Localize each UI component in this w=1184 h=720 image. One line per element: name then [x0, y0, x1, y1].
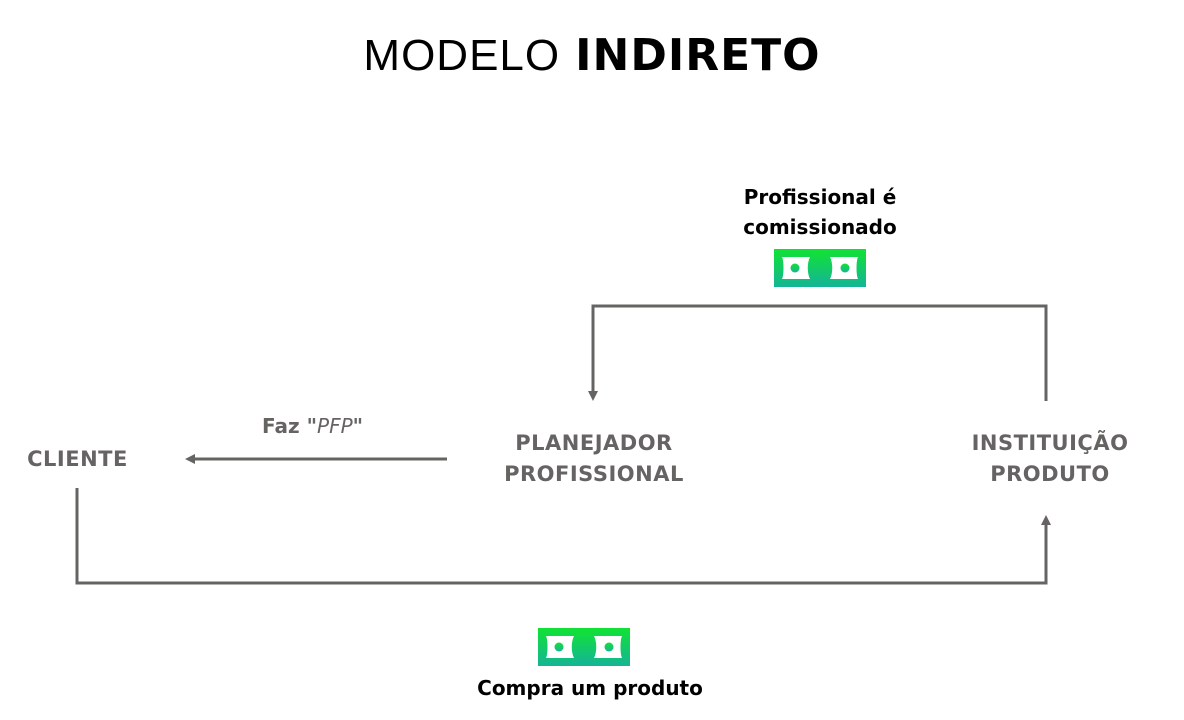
title-bold: INDIRETO: [575, 30, 821, 81]
commission-line1: Profissional é: [743, 185, 897, 209]
pfp-quote-close: ": [352, 414, 364, 438]
pfp-quote-open: ": [306, 414, 318, 438]
purchase-label: Compra um produto: [477, 676, 703, 700]
node-planejador-line2: PROFISSIONAL: [504, 462, 684, 486]
pfp-emph: PFP: [317, 414, 353, 438]
commission-line2: comissionado: [743, 215, 897, 239]
node-cliente-label: CLIENTE: [27, 447, 128, 471]
edge-label-pfp: Faz "PFP": [262, 414, 363, 438]
node-planejador-line1: PLANEJADOR: [515, 431, 673, 455]
money-bill-icon: [538, 628, 630, 666]
diagram-title: MODELO INDIRETO: [0, 30, 1184, 81]
arrow-cliente-to-instituicao: [75, 488, 1051, 585]
pfp-prefix: Faz: [262, 414, 307, 438]
node-instituicao-produto: INSTITUIÇÃO PRODUTO: [955, 428, 1145, 490]
node-instituicao-line1: INSTITUIÇÃO: [971, 431, 1129, 455]
edge-label-purchase: Compra um produto: [440, 673, 740, 703]
node-planejador-profissional: PLANEJADOR PROFISSIONAL: [484, 428, 704, 490]
title-light: MODELO: [363, 31, 561, 80]
node-cliente: CLIENTE: [20, 444, 135, 475]
arrow-instituicao-to-planejador: [588, 304, 1048, 401]
money-bill-icon: [774, 249, 866, 287]
edge-label-commission: Profissional é comissionado: [700, 182, 940, 242]
node-instituicao-line2: PRODUTO: [990, 462, 1110, 486]
